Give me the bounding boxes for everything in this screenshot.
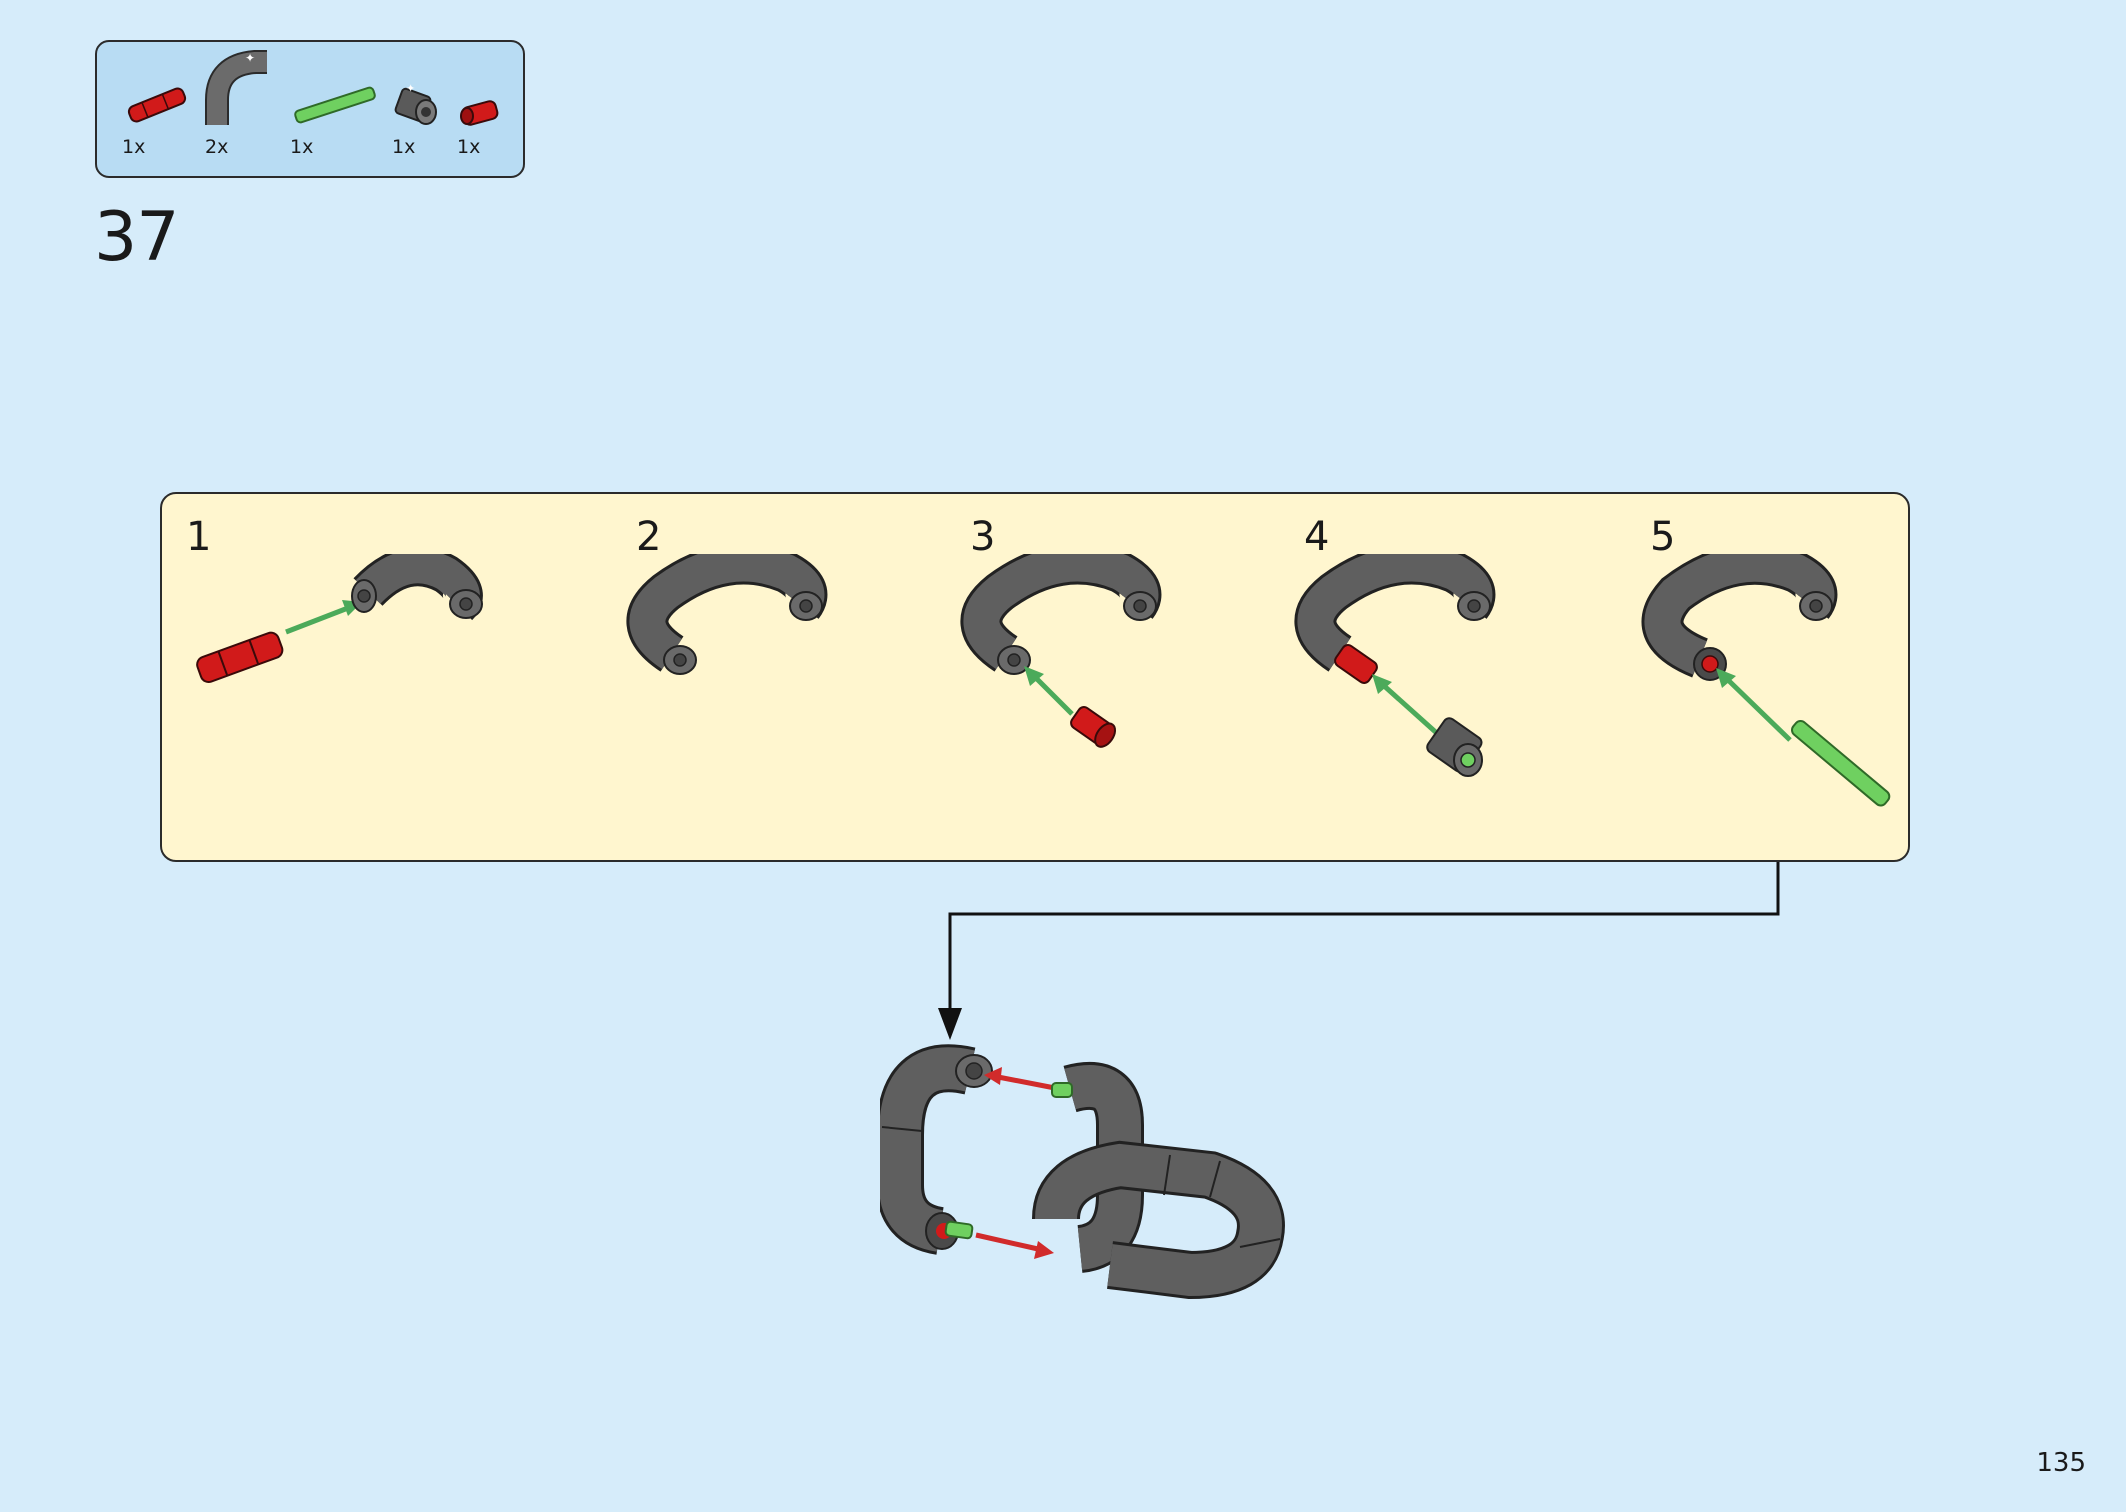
parts-item-grey-bush: ✦ 1x (392, 48, 442, 158)
substep-4-illustration (1294, 554, 1496, 777)
final-assembly-illustration (880, 1044, 1285, 1300)
svg-text:✦: ✦ (406, 82, 415, 95)
red-pin-icon (460, 100, 499, 126)
substep-number: 5 (1650, 514, 1676, 560)
parts-qty: 2x (205, 136, 229, 158)
parts-item-red-pin: 1x (457, 48, 507, 158)
grey-bush-icon: ✦ (394, 82, 437, 125)
substep-4: 4 (1294, 514, 1544, 834)
parts-qty: 1x (392, 136, 416, 158)
substep-number: 2 (636, 514, 662, 560)
substep-number: 3 (970, 514, 996, 560)
substeps-panel: 1 2 (160, 492, 1910, 862)
substep-number: 1 (186, 514, 212, 560)
substep-2: 2 (626, 514, 876, 834)
substep-3-illustration (960, 554, 1162, 748)
parts-item-grey-tube-elbow: ✦ 2x (205, 48, 275, 158)
page-number: 135 (2036, 1448, 2086, 1478)
svg-text:✦: ✦ (245, 51, 255, 65)
substep-3: 3 (960, 514, 1210, 834)
substep-2-illustration (626, 554, 828, 675)
parts-item-red-axle-connector: 1x (122, 48, 192, 158)
parts-qty: 1x (122, 136, 146, 158)
green-axle-icon (294, 86, 376, 124)
red-axle-connector-icon (127, 87, 187, 123)
grey-tube-elbow-icon: ✦ (205, 50, 267, 125)
step-number: 37 (94, 198, 180, 277)
parts-list-box: 1x ✦ 2x 1x ✦ 1x 1x (95, 40, 525, 178)
substep-5: 5 (1641, 514, 1910, 834)
substep-1-illustration (196, 554, 483, 684)
parts-qty: 1x (290, 136, 314, 158)
substep-1: 1 (186, 514, 506, 834)
parts-qty: 1x (457, 136, 481, 158)
substep-5-illustration (1641, 554, 1891, 807)
parts-item-green-axle: 1x (290, 48, 380, 158)
substep-number: 4 (1304, 514, 1330, 560)
